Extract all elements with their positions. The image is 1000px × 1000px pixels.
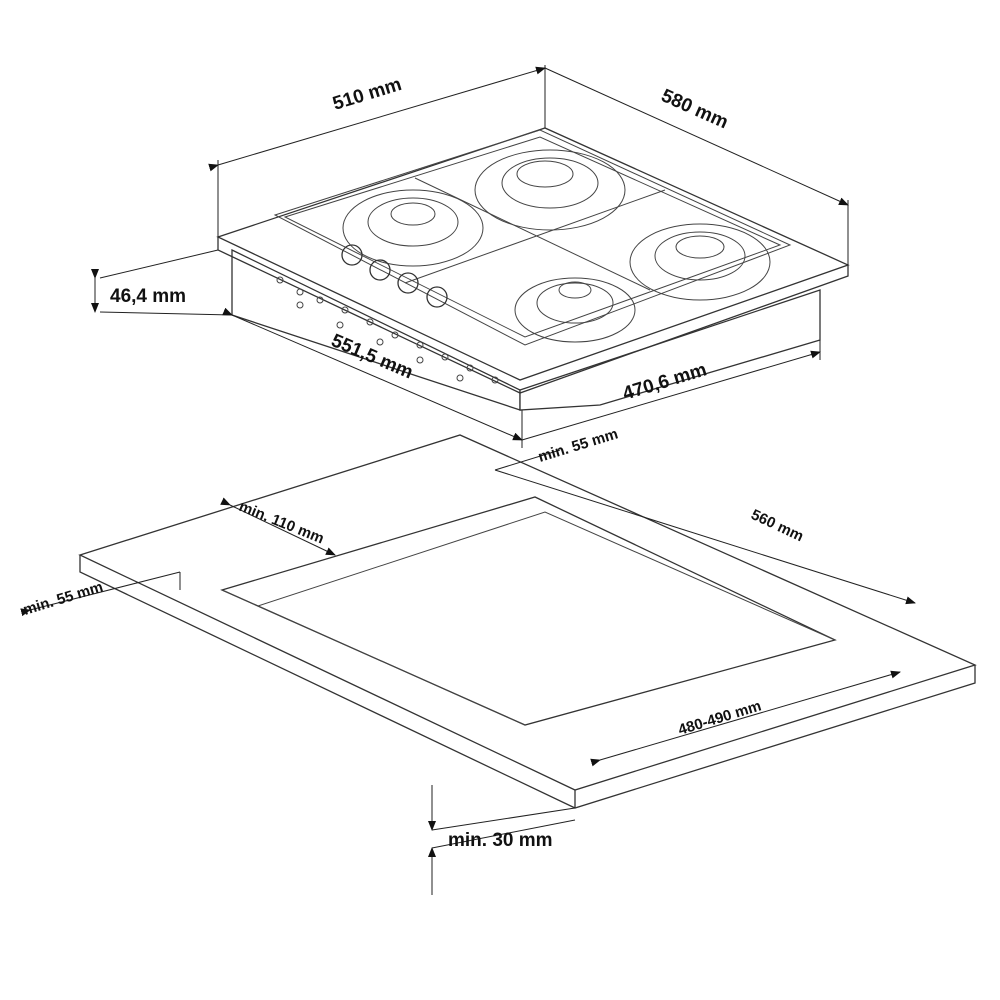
label-hob-height: 46,4 mm <box>110 286 186 307</box>
label-cutout-depth: 560 mm <box>748 506 806 545</box>
worktop <box>78 434 977 809</box>
dimension-lines <box>20 65 916 895</box>
label-hob-width: 510 mm <box>330 74 404 115</box>
worktop-cutout <box>220 496 837 726</box>
label-hob-depth: 580 mm <box>658 85 731 133</box>
label-min-thickness: min. 30 mm <box>448 830 553 851</box>
label-min-side-gap: min. 55 mm <box>21 578 105 618</box>
burners <box>342 149 771 343</box>
control-knobs <box>341 244 448 308</box>
label-min-rear-gap: min. 55 mm <box>536 425 620 465</box>
gas-hob <box>216 127 850 411</box>
